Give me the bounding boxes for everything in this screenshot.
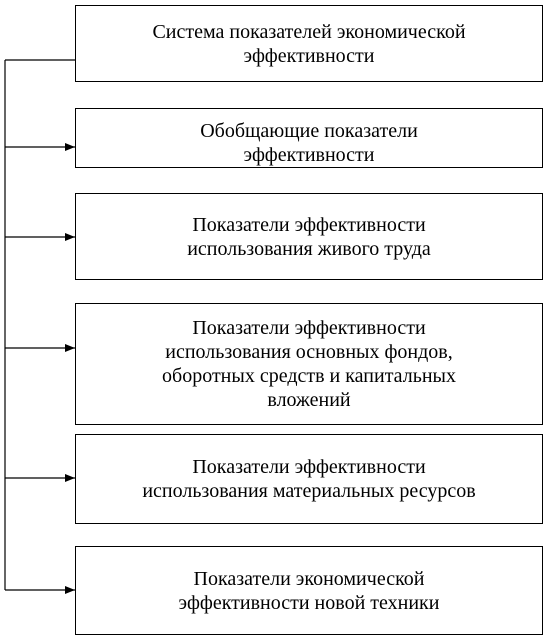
child-box-4: Показатели эффективности использования м… <box>75 434 543 524</box>
child-box-5: Показатели экономической эффективности н… <box>75 546 543 635</box>
child-box-4-label: Показатели эффективности использования м… <box>142 456 476 502</box>
child-box-1-label: Обобщающие показатели эффективности <box>200 120 418 166</box>
child-box-3-label: Показатели эффективности использования о… <box>162 317 456 411</box>
child-box-1: Обобщающие показатели эффективности <box>75 108 543 168</box>
child-box-2: Показатели эффективности использования ж… <box>75 193 543 280</box>
child-box-3: Показатели эффективности использования о… <box>75 303 543 425</box>
child-box-2-label: Показатели эффективности использования ж… <box>187 213 431 260</box>
root-box: Система показателей экономической эффект… <box>75 5 543 82</box>
root-box-label: Система показателей экономической эффект… <box>152 20 466 67</box>
child-box-5-label: Показатели экономической эффективности н… <box>178 567 440 614</box>
